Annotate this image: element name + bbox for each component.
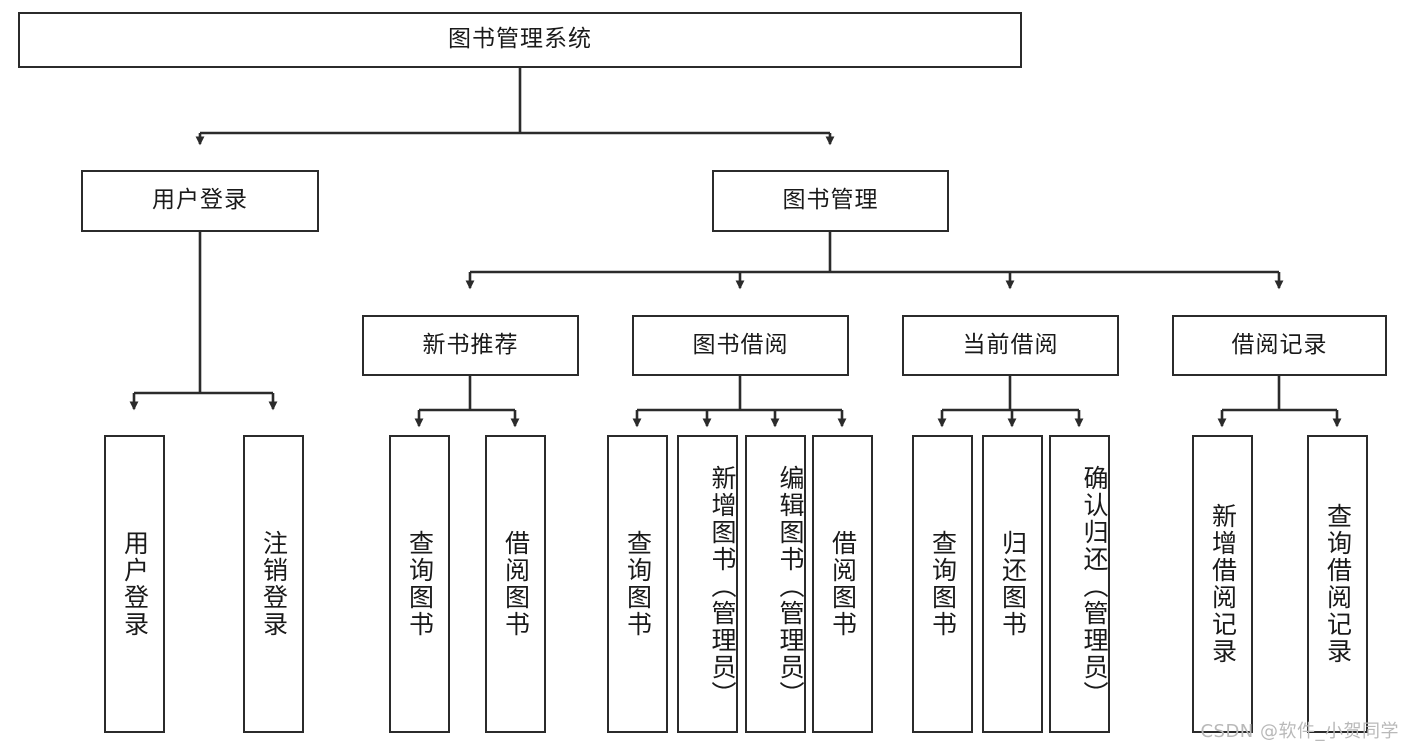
leaf-add-borrow-record[interactable]: 新增借阅记录 (1192, 435, 1253, 733)
leaf-user-login-label: 用户登录 (120, 530, 150, 638)
leaf-query-book-current-label: 查询图书 (928, 530, 958, 638)
leaf-logout[interactable]: 注销登录 (243, 435, 304, 733)
leaf-borrow-book[interactable]: 借阅图书 (812, 435, 873, 733)
leaf-borrow-book-recommend[interactable]: 借阅图书 (485, 435, 546, 733)
leaf-edit-book-admin-label: 编辑图书（管理员） (776, 464, 805, 708)
leaf-add-book-admin-label: 新增图书（管理员） (708, 464, 737, 708)
node-book-borrow[interactable]: 图书借阅 (632, 315, 849, 376)
leaf-query-borrow-record[interactable]: 查询借阅记录 (1307, 435, 1368, 733)
leaf-query-book-borrow[interactable]: 查询图书 (607, 435, 668, 733)
leaf-query-book-current[interactable]: 查询图书 (912, 435, 973, 733)
node-book-management-label: 图书管理 (782, 187, 879, 214)
leaf-confirm-return-admin[interactable]: 确认归还（管理员） (1049, 435, 1110, 733)
node-user-login[interactable]: 用户登录 (81, 170, 319, 232)
node-borrow-records-label: 借阅记录 (1231, 331, 1328, 358)
node-user-login-label: 用户登录 (152, 187, 248, 214)
node-current-borrow[interactable]: 当前借阅 (902, 315, 1119, 376)
node-root[interactable]: 图书管理系统 (18, 12, 1022, 68)
node-new-book-recommend-label: 新书推荐 (422, 331, 519, 358)
leaf-confirm-return-admin-label: 确认归还（管理员） (1080, 464, 1109, 708)
leaf-query-book-recommend-label: 查询图书 (405, 530, 435, 638)
node-new-book-recommend[interactable]: 新书推荐 (362, 315, 579, 376)
leaf-edit-book-admin[interactable]: 编辑图书（管理员） (745, 435, 806, 733)
leaf-logout-label: 注销登录 (259, 530, 289, 638)
leaf-borrow-book-recommend-label: 借阅图书 (501, 530, 531, 638)
leaf-query-book-borrow-label: 查询图书 (623, 530, 653, 638)
node-book-borrow-label: 图书借阅 (692, 331, 789, 358)
leaf-borrow-book-label: 借阅图书 (828, 530, 858, 638)
leaf-query-book-recommend[interactable]: 查询图书 (389, 435, 450, 733)
leaf-user-login[interactable]: 用户登录 (104, 435, 165, 733)
node-book-management[interactable]: 图书管理 (712, 170, 949, 232)
leaf-add-borrow-record-label: 新增借阅记录 (1208, 503, 1238, 665)
leaf-query-borrow-record-label: 查询借阅记录 (1323, 503, 1353, 665)
leaf-return-book-label: 归还图书 (998, 530, 1028, 638)
node-current-borrow-label: 当前借阅 (962, 331, 1059, 358)
node-borrow-records[interactable]: 借阅记录 (1172, 315, 1387, 376)
node-root-label: 图书管理系统 (448, 26, 592, 53)
leaf-return-book[interactable]: 归还图书 (982, 435, 1043, 733)
csdn-watermark: CSDN @软件_小贺同学 (1200, 721, 1399, 742)
leaf-add-book-admin[interactable]: 新增图书（管理员） (677, 435, 738, 733)
